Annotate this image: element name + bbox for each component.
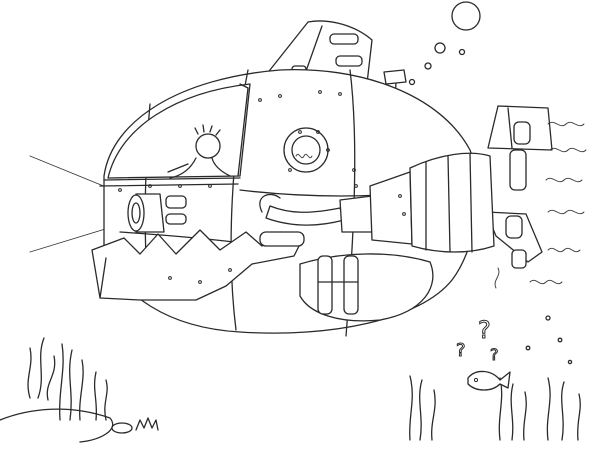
rivets — [118, 90, 406, 284]
pilot — [167, 124, 231, 179]
propeller-wash — [494, 121, 587, 289]
jaw-teeth — [91, 229, 305, 301]
engine-pipe — [259, 152, 495, 253]
headlight — [127, 193, 187, 233]
porthole — [283, 127, 329, 173]
tail-fins — [485, 105, 553, 269]
question-mark: ? — [478, 316, 491, 344]
question-mark: ? — [456, 340, 466, 361]
question-marks: ? ? ? — [456, 316, 500, 365]
question-mark: ? — [490, 345, 499, 364]
seabed-left — [0, 337, 159, 443]
bubbles — [408, 1, 573, 365]
seabed-right: ? ? ? — [409, 316, 581, 441]
lower-pod — [299, 253, 434, 322]
